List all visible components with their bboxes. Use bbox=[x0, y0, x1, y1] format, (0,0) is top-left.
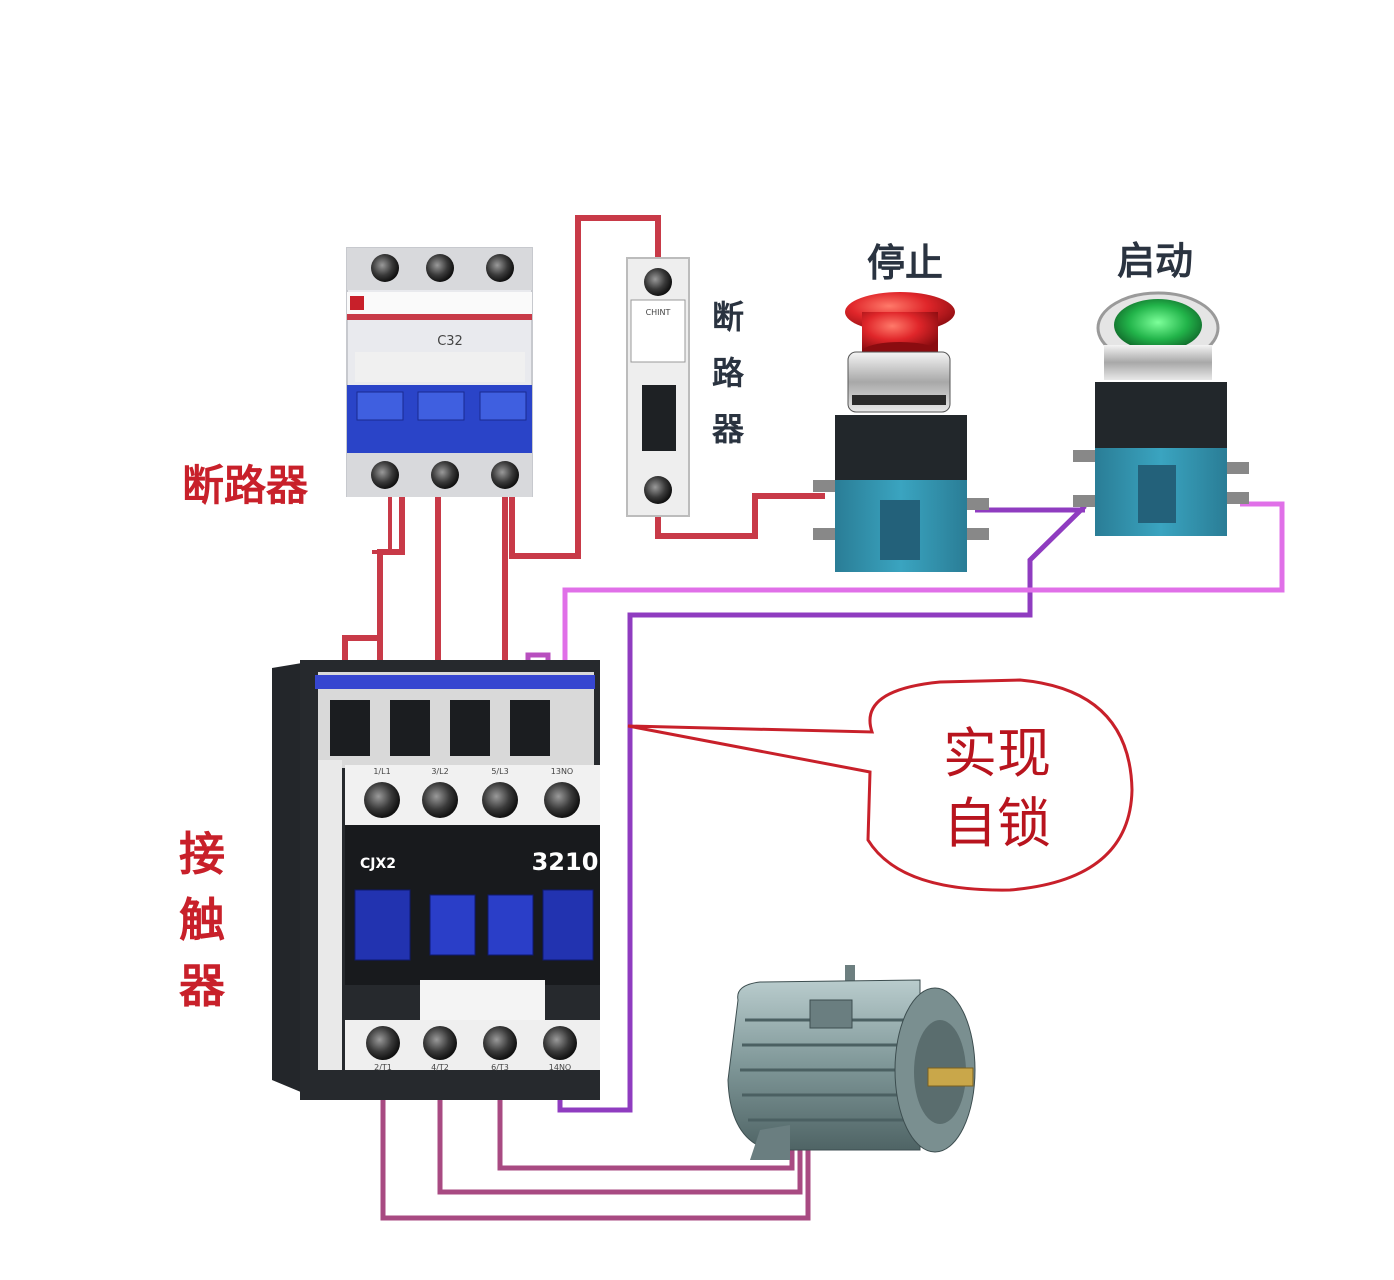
terminal-label: 6/T3 bbox=[491, 1063, 509, 1072]
label-breaker-char-1: 断 bbox=[712, 298, 744, 336]
breaker-brand: CHINT bbox=[646, 308, 671, 317]
wire-start-to-contactor bbox=[557, 504, 1087, 1113]
stop-button bbox=[813, 292, 989, 572]
wire-l1-b bbox=[372, 492, 392, 554]
label-breaker-char-2: 路 bbox=[712, 354, 745, 392]
screw-icon bbox=[423, 1026, 457, 1060]
screw-icon bbox=[422, 782, 458, 818]
breaker-rating: C32 bbox=[437, 334, 463, 349]
single-pole-breaker: CHINT bbox=[626, 257, 690, 517]
screw-icon bbox=[431, 461, 459, 489]
label-stop: 停止 bbox=[867, 241, 943, 285]
label-contactor-char-3: 器 bbox=[179, 959, 226, 1013]
terminal-label: 5/L3 bbox=[491, 767, 508, 776]
wire-t2 bbox=[437, 1080, 803, 1195]
label-three-pole-breaker: 断路器 bbox=[182, 461, 309, 510]
terminal-label: 1/L1 bbox=[373, 767, 390, 776]
start-button bbox=[1073, 291, 1249, 536]
screw-icon bbox=[364, 782, 400, 818]
contactor: 1/L1 3/L2 5/L3 13NO CJX2 3210 2/T1 4/T2 … bbox=[272, 660, 600, 1100]
wire-t1 bbox=[380, 1080, 811, 1221]
screw-icon bbox=[366, 1026, 400, 1060]
contactor-brand: CJX2 bbox=[360, 856, 396, 872]
screw-icon bbox=[371, 254, 399, 282]
callout-bubble: 实现 自锁 bbox=[627, 678, 1134, 892]
terminal-label: 14NO bbox=[549, 1063, 571, 1072]
screw-icon bbox=[371, 461, 399, 489]
screw-icon bbox=[544, 782, 580, 818]
screw-icon bbox=[483, 1026, 517, 1060]
motor bbox=[727, 965, 976, 1160]
callout-line-2: 自锁 bbox=[943, 792, 1051, 855]
screw-icon bbox=[426, 254, 454, 282]
screw-icon bbox=[482, 782, 518, 818]
screw-icon bbox=[486, 254, 514, 282]
screw-icon bbox=[644, 476, 672, 504]
terminal-label: 4/T2 bbox=[431, 1063, 449, 1072]
wire-aux-loop bbox=[562, 501, 1285, 750]
terminal-label: 2/T1 bbox=[374, 1063, 392, 1072]
label-contactor-char-2: 触 bbox=[179, 893, 225, 947]
screw-icon bbox=[644, 268, 672, 296]
terminal-label: 3/L2 bbox=[431, 767, 448, 776]
label-contactor-char-1: 接 bbox=[179, 827, 225, 881]
terminal-label: 13NO bbox=[551, 767, 573, 776]
three-pole-breaker: C32 bbox=[346, 247, 533, 497]
callout-line-1: 实现 bbox=[943, 722, 1051, 785]
label-breaker-char-3: 器 bbox=[711, 410, 745, 448]
label-start: 启动 bbox=[1117, 239, 1193, 283]
wire-1p-to-stop bbox=[655, 493, 825, 539]
contactor-model: 3210 bbox=[532, 848, 599, 876]
screw-icon bbox=[543, 1026, 577, 1060]
screw-icon bbox=[491, 461, 519, 489]
wire-to-1p-breaker bbox=[509, 215, 661, 559]
